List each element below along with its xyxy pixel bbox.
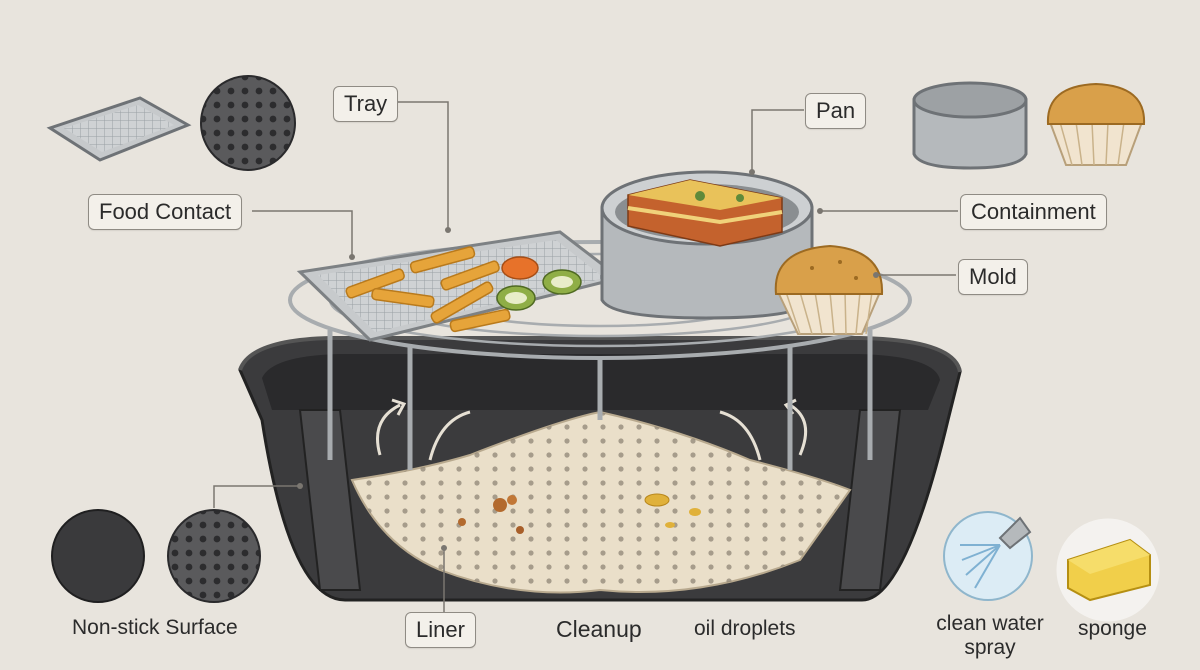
round-pan-icon xyxy=(912,81,1028,170)
liner-label: Liner xyxy=(405,612,476,648)
mesh-tray-icon xyxy=(46,96,192,162)
solid-disc-icon xyxy=(51,509,145,603)
pan-with-lasagna xyxy=(600,170,814,320)
muffin-on-rack xyxy=(774,244,884,335)
leader-lines xyxy=(213,101,958,612)
muffin-icon xyxy=(1046,82,1146,166)
liner-sheet xyxy=(350,410,852,594)
sponge-label: sponge xyxy=(1078,617,1147,640)
sponge-icon xyxy=(1056,518,1160,622)
non-stick-surface-label: Non-stick Surface xyxy=(72,616,238,639)
clean-water-spray-label: clean water spray xyxy=(934,612,1046,660)
water-spray-icon xyxy=(943,511,1033,601)
cleanup-label: Cleanup xyxy=(556,616,642,642)
oil-droplets-label: oil droplets xyxy=(694,617,796,640)
mold-label: Mold xyxy=(958,259,1028,295)
airflow-arrows xyxy=(376,398,808,461)
clean-water-spray-line-2: spray xyxy=(964,636,1016,659)
clean-water-spray-line-1: clean water xyxy=(936,612,1044,635)
perforated-disc-icon xyxy=(200,75,296,171)
pan-label: Pan xyxy=(805,93,867,129)
tray-with-food xyxy=(296,230,624,342)
tray-label: Tray xyxy=(333,86,399,122)
containment-label: Containment xyxy=(960,194,1107,230)
perforated-disc-icon xyxy=(167,509,261,603)
food-contact-label: Food Contact xyxy=(88,194,243,230)
